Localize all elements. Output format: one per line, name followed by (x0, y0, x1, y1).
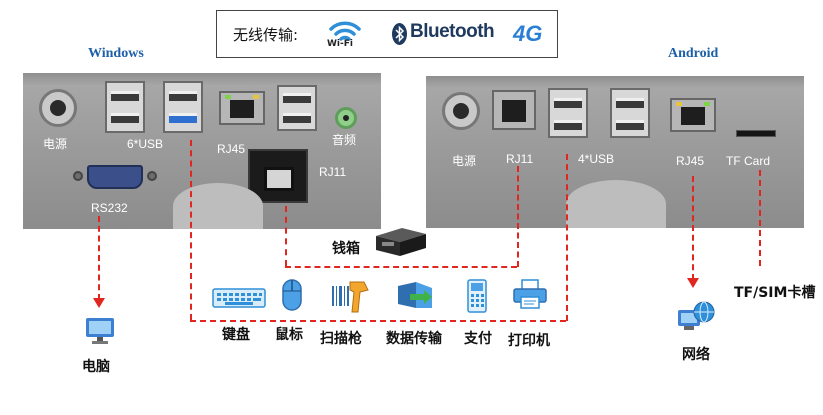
windows-audio-port (335, 107, 357, 129)
4g-text: 4G (513, 21, 543, 46)
printer-label: 打印机 (508, 333, 550, 349)
windows-rs232-port (87, 165, 143, 189)
cash-drawer-label: 钱箱 (332, 241, 360, 257)
windows-audio-label: 音频 (332, 133, 357, 147)
windows-rj45-label: RJ45 (217, 142, 246, 156)
network-globe-icon (678, 301, 715, 330)
payment-label: 支付 (464, 331, 492, 347)
usb-bus-line (190, 320, 566, 322)
bluetooth-icon (392, 23, 407, 45)
android-power-port (442, 92, 480, 130)
android-title: Android (668, 46, 719, 61)
barcode-scanner-icon (332, 281, 369, 313)
rs232-screw-left (73, 171, 83, 181)
windows-usb-stack-2 (163, 81, 203, 133)
android-rj45-label: RJ45 (676, 154, 705, 168)
keyboard-label: 键盘 (222, 327, 250, 343)
data-transfer-label: 数据传输 (386, 331, 442, 347)
windows-stand (173, 183, 263, 229)
rs232-connector (98, 216, 100, 300)
wireless-label: 无线传输: (233, 26, 299, 44)
android-usb-label: 4*USB (578, 152, 615, 166)
windows-power-port (39, 89, 77, 127)
windows-usb-stack-1 (105, 81, 145, 133)
network-label: 网络 (682, 347, 710, 363)
mouse-icon (282, 279, 302, 311)
windows-title: Windows (88, 46, 144, 61)
windows-rj45-port (219, 91, 265, 125)
keyboard-icon (212, 288, 266, 308)
computer-label: 电脑 (82, 359, 110, 375)
wifi-text: Wi-Fi (327, 39, 353, 49)
windows-power-label: 电源 (43, 137, 68, 151)
mouse-label: 鼠标 (275, 327, 303, 343)
windows-usb-stack-3 (277, 85, 317, 131)
scanner-label: 扫描枪 (320, 331, 362, 347)
android-panel: 电源 RJ11 4*USB RJ45 TF Card (426, 76, 804, 228)
windows-rs232-label: RS232 (91, 201, 128, 215)
tf-sim-label: TF/SIM卡槽 (734, 285, 816, 301)
monitor-icon (86, 318, 114, 344)
android-rj11-port (492, 90, 536, 130)
android-rj11-label: RJ11 (506, 152, 534, 166)
android-rj45-port (670, 98, 716, 132)
printer-icon (513, 279, 547, 309)
wireless-box: 无线传输: Wi-Fi Bluetooth 4G (216, 10, 558, 58)
data-transfer-icon (398, 282, 432, 308)
android-stand (566, 180, 666, 228)
cash-drawer-icon (376, 228, 426, 256)
android-power-label: 电源 (452, 154, 477, 168)
tf-connector (759, 170, 761, 266)
cash-drawer-line (285, 266, 517, 268)
android-tf-label: TF Card (726, 154, 771, 168)
wifi-icon (329, 21, 361, 41)
windows-usb-label: 6*USB (127, 137, 164, 151)
payment-terminal-icon (467, 279, 487, 313)
usb-connector-right (566, 154, 568, 321)
windows-panel: 电源 6*USB RJ45 音频 RJ11 RS232 (23, 73, 381, 229)
rj45-arrow (687, 278, 699, 288)
rj11-connector-left (285, 206, 287, 266)
windows-rj11-label: RJ11 (319, 165, 347, 179)
windows-rj11-port (248, 149, 308, 203)
bluetooth-text: Bluetooth (410, 21, 495, 42)
android-tf-slot (736, 130, 776, 137)
rs232-screw-right (147, 171, 157, 181)
rj11-connector-right (517, 166, 519, 267)
android-usb-stack-2 (610, 88, 650, 138)
android-usb-stack-1 (548, 88, 588, 138)
rs232-arrow (93, 298, 105, 308)
usb-connector-left (190, 140, 192, 320)
rj45-connector (692, 176, 694, 280)
